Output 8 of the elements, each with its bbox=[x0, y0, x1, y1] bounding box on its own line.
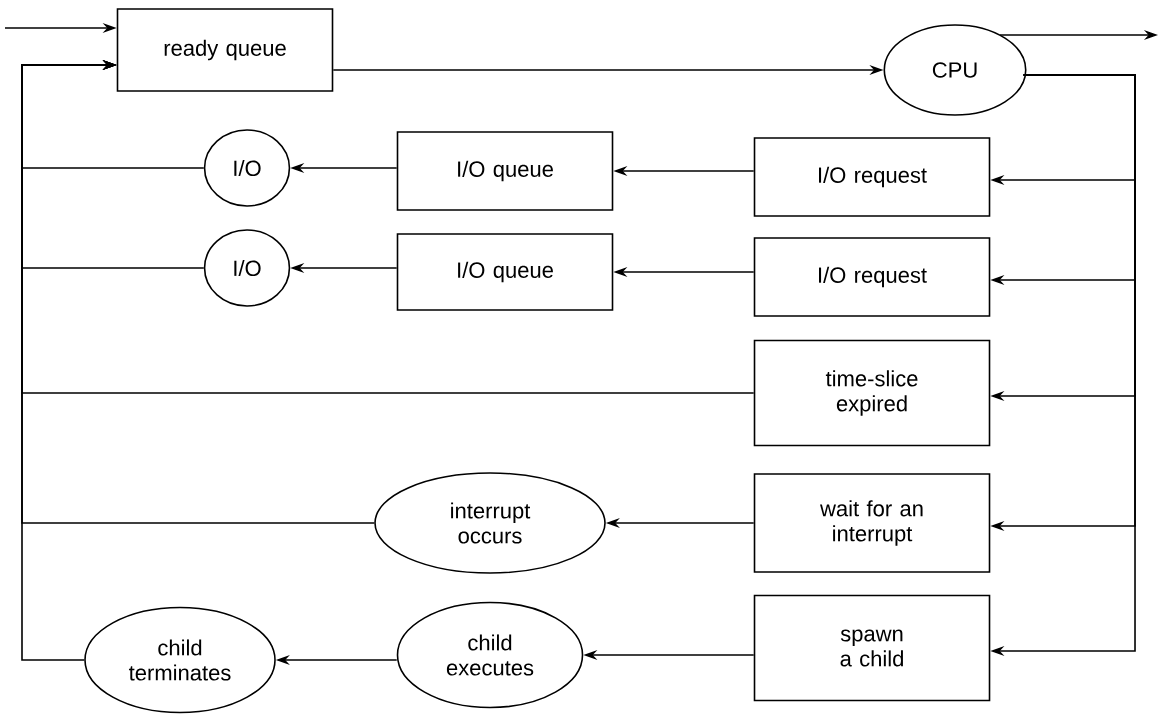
process-box: I/O request bbox=[753, 237, 991, 317]
process-box: spawn a child bbox=[753, 594, 991, 702]
process-box: I/O queue bbox=[396, 233, 614, 311]
process-box: I/O queue bbox=[396, 131, 614, 211]
process-box: time-slice expired bbox=[753, 339, 991, 447]
process-box: ready queue bbox=[116, 8, 334, 92]
process-box: I/O request bbox=[753, 137, 991, 217]
process-box: wait for an interrupt bbox=[753, 473, 991, 573]
